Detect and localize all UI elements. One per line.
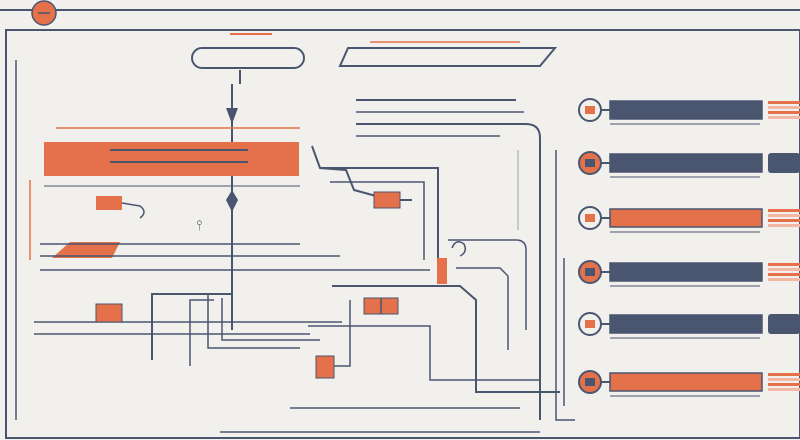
row-tag: [768, 153, 800, 173]
row-tag: [768, 373, 800, 391]
highlight-block: [44, 142, 299, 176]
list-row: [578, 260, 800, 287]
wire-6: [332, 285, 560, 393]
list-row: [578, 312, 800, 339]
loop-d: [456, 267, 509, 350]
row-tag: [768, 314, 800, 334]
diamond-icon: [226, 190, 238, 212]
wire-3: [207, 294, 300, 349]
node-d: [95, 303, 123, 323]
loop-c: [448, 239, 527, 330]
server-icon: [578, 260, 602, 284]
row-bar: [609, 372, 763, 392]
wire-5: [334, 300, 351, 367]
row-tag: [768, 209, 800, 227]
list-row: [578, 206, 800, 233]
node-e: [315, 355, 335, 379]
banner-pill: [338, 47, 558, 67]
tag-shape: [52, 242, 120, 258]
step-path: [311, 145, 377, 197]
list-rows: [578, 98, 800, 397]
loop-a: [320, 167, 439, 260]
row-bar: [609, 100, 763, 120]
hook-icon: [451, 241, 467, 257]
node-a: [96, 196, 122, 210]
stack-icon: [578, 312, 602, 336]
wire-4: [221, 298, 320, 341]
node-b: [373, 191, 401, 209]
node-c: [437, 258, 447, 284]
row-bar: [609, 153, 763, 173]
wire-2: [189, 299, 214, 366]
node-a-connector: [121, 202, 145, 219]
tiny-marker-icon: ⫯: [196, 218, 202, 234]
wire-1: [151, 293, 232, 360]
hexagon-icon: [578, 206, 602, 230]
wire-7: [308, 325, 540, 381]
hline-3-drop: [356, 123, 541, 420]
list-row: [578, 98, 800, 125]
list-row: [578, 370, 800, 397]
row-tag: [768, 263, 800, 281]
loop-b: [330, 181, 425, 260]
gear-icon: [578, 370, 602, 394]
speech-bubble-icon: [578, 98, 602, 122]
panel-rail: [555, 150, 575, 421]
arrow-down-icon: [226, 108, 238, 124]
orange-circle-icon: [31, 0, 57, 26]
row-bar: [609, 208, 763, 228]
flame-icon: [578, 151, 602, 175]
row-tag: [768, 101, 800, 119]
list-row: [578, 151, 800, 178]
start-pill: [191, 47, 305, 69]
main-frame: [5, 29, 800, 439]
row-bar: [609, 262, 763, 282]
row-bar: [609, 314, 763, 334]
